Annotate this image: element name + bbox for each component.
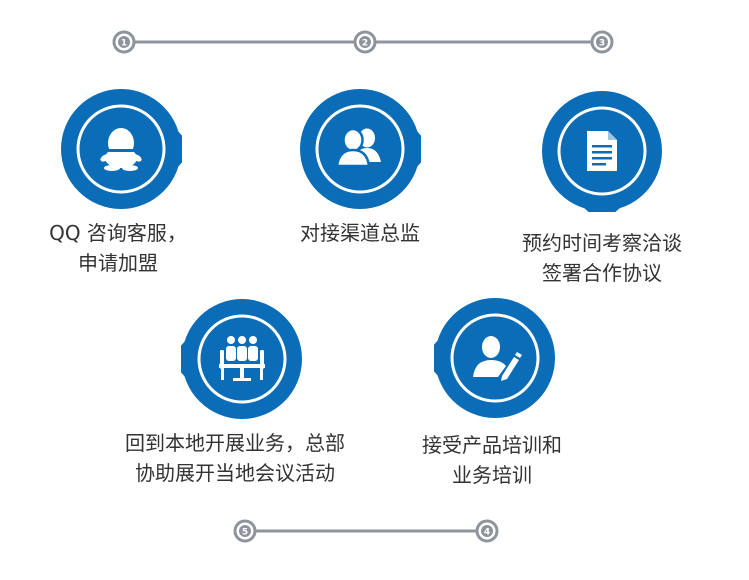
step-badge-4: 4	[475, 519, 499, 543]
step-3-circle	[541, 90, 663, 212]
svg-text:1: 1	[121, 39, 127, 49]
svg-text:5: 5	[242, 528, 248, 538]
step-training-circle	[434, 297, 556, 419]
qq-penguin-icon	[100, 128, 142, 171]
step-badge-1: 1	[112, 30, 136, 54]
step-badge-2: 2	[353, 30, 377, 54]
step-badge-5: 5	[233, 519, 257, 543]
svg-text:2: 2	[362, 39, 368, 49]
user-edit-icon	[473, 336, 522, 381]
step-meeting-circle	[181, 298, 303, 420]
step-1-label: QQ 咨询客服， 申请加盟	[49, 221, 187, 275]
svg-text:4: 4	[484, 528, 490, 538]
step-2-label: 对接渠道总监	[300, 221, 420, 245]
document-icon	[587, 131, 617, 171]
step-3-label: 预约时间考察洽谈 签署合作协议	[522, 231, 682, 285]
step-2-circle	[299, 88, 421, 210]
step-training-label: 接受产品培训和 业务培训	[422, 433, 562, 487]
meeting-icon	[219, 336, 265, 381]
step-1-circle	[60, 88, 182, 210]
step-badge-3: 3	[590, 30, 614, 54]
svg-text:3: 3	[599, 39, 605, 49]
users-icon	[335, 127, 381, 168]
step-meeting-label: 回到本地开展业务，总部 协助展开当地会议活动	[125, 431, 345, 485]
